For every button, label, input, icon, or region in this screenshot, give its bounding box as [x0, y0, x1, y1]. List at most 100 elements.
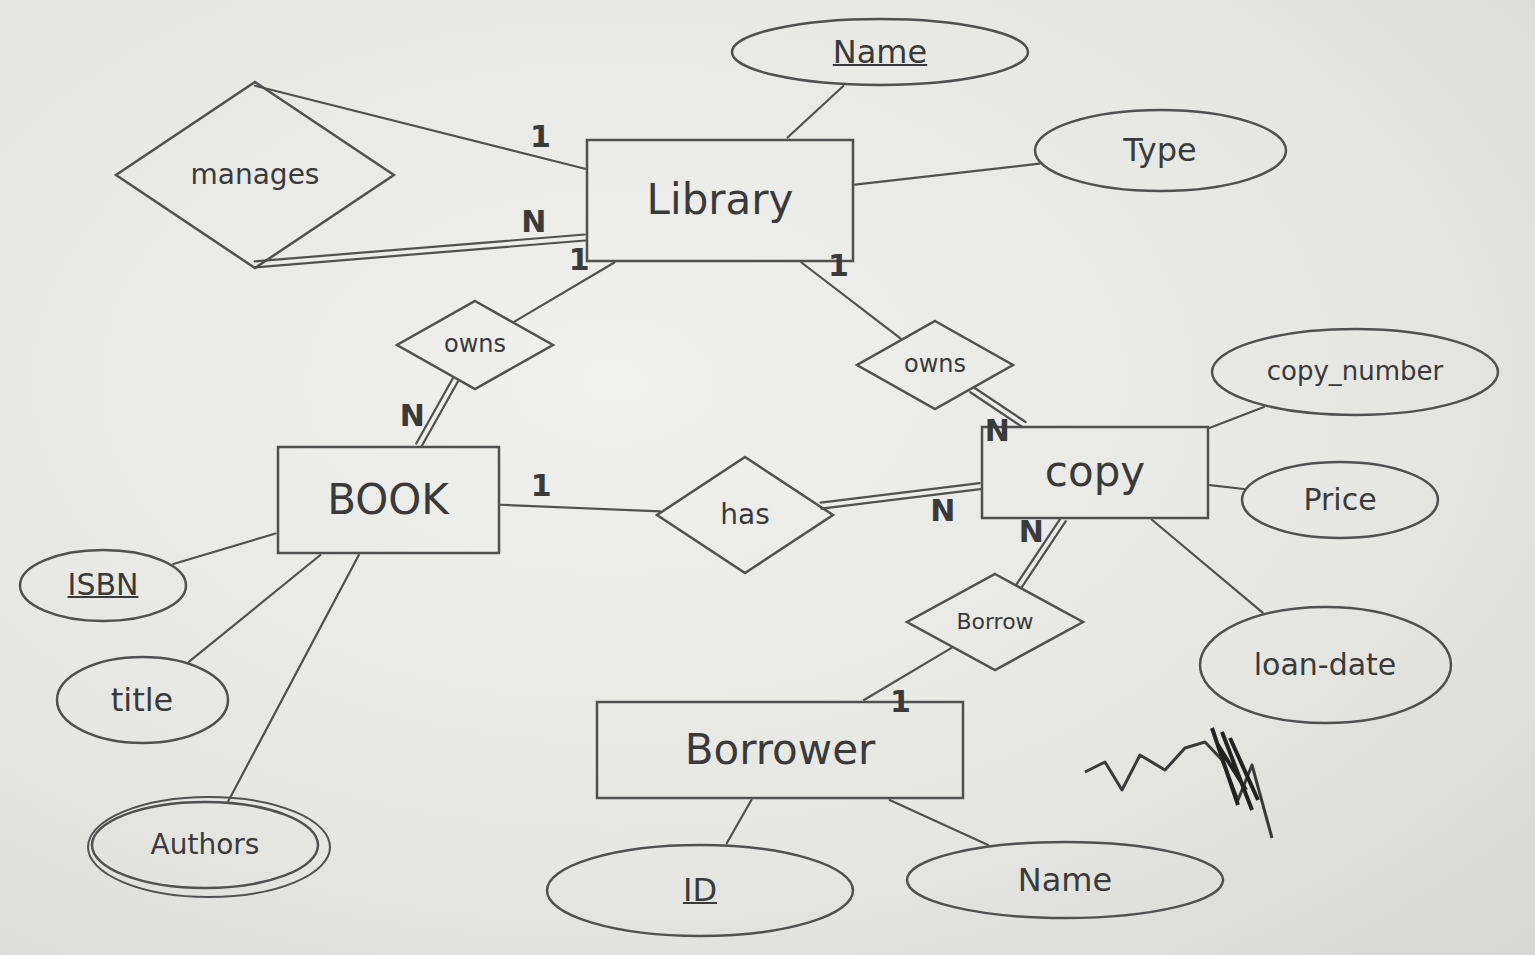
attribute-ellipse: Type: [1033, 108, 1288, 193]
cardinality-label: N: [521, 207, 546, 237]
connector-line: [228, 555, 358, 801]
outline-path: [907, 842, 1223, 918]
outline-path: [278, 447, 499, 553]
key-attribute: ISBN: [18, 548, 188, 623]
outline-path: [1035, 110, 1286, 191]
outline-path: [657, 457, 833, 573]
connector: [255, 235, 585, 268]
connector: [801, 263, 900, 339]
node-label: Borrow: [956, 609, 1033, 634]
connector-line: [855, 164, 1039, 185]
node-label: loan-date: [1254, 648, 1397, 683]
node-label: manages: [191, 159, 320, 191]
connector: [788, 86, 844, 138]
connector: [189, 555, 321, 662]
outline-path: [116, 82, 394, 268]
connector-line: [501, 505, 661, 512]
outline-path: [1212, 329, 1498, 415]
cardinality-label: 1: [530, 122, 551, 152]
outline-path: [732, 19, 1028, 85]
outline-path: [857, 321, 1013, 409]
connector: [228, 555, 358, 801]
connector-line: [1210, 485, 1244, 489]
connector: [501, 505, 661, 512]
outline-path: [20, 550, 186, 621]
connector: [255, 86, 585, 169]
connector-line: [421, 381, 458, 446]
attribute-ellipse: loan-date: [1198, 605, 1453, 725]
connector: [1210, 485, 1244, 489]
node-label: ID: [683, 872, 717, 909]
connector-line: [255, 235, 585, 262]
connector-line: [788, 86, 844, 138]
cardinality-label: N: [930, 496, 955, 526]
outline-path: [88, 797, 330, 897]
cardinality-label: N: [400, 401, 425, 431]
node-label: has: [720, 499, 770, 531]
connector-line: [801, 263, 900, 339]
relationship-diamond: owns: [855, 319, 1015, 411]
cardinality-label: 1: [569, 245, 590, 275]
cardinality-label: 1: [890, 687, 911, 717]
connector-line: [514, 263, 614, 322]
outline-path: [92, 802, 318, 888]
scribble-hatch: [1212, 728, 1258, 810]
connector-line: [1152, 520, 1263, 613]
attribute-ellipse: Name: [905, 840, 1225, 920]
node-label: owns: [904, 351, 966, 379]
connector: [855, 164, 1039, 185]
attribute-ellipse: title: [55, 655, 230, 745]
outline-path: [1200, 607, 1451, 723]
outline-path: [397, 301, 553, 389]
connector-line: [1210, 407, 1264, 428]
outline-path: [907, 574, 1083, 670]
node-label: Type: [1123, 132, 1197, 169]
entity-box: BOOK: [276, 445, 501, 555]
outline-path: [547, 845, 853, 936]
connector: [1152, 520, 1263, 613]
node-label: BOOK: [327, 476, 449, 524]
connector: [727, 800, 752, 843]
key-attribute: Name: [730, 17, 1030, 87]
connector-line: [189, 555, 321, 662]
entity-box: copy: [980, 425, 1210, 520]
cardinality-label: N: [985, 416, 1010, 446]
cardinality-label: 1: [828, 251, 849, 281]
node-label: Name: [1018, 862, 1112, 899]
relationship-diamond: owns: [395, 299, 555, 391]
relationship-diamond: manages: [114, 80, 396, 270]
outline-path: [1242, 462, 1438, 538]
connector-line: [255, 240, 585, 267]
outline-path: [587, 140, 853, 261]
outline-path: [982, 427, 1208, 518]
node-label: ISBN: [68, 568, 139, 603]
connector-line: [821, 489, 980, 509]
node-label: owns: [444, 331, 506, 359]
node-label: Library: [647, 176, 794, 224]
node-label: copy_number: [1267, 357, 1444, 387]
multivalued-attribute: Authors: [90, 800, 320, 890]
attribute-ellipse: copy_number: [1210, 327, 1500, 417]
attribute-ellipse: Price: [1240, 460, 1440, 540]
connector-line: [890, 800, 988, 845]
node-label: Name: [833, 34, 927, 71]
cardinality-label: 1: [531, 471, 552, 501]
relationship-diamond: has: [655, 455, 835, 575]
node-label: copy: [1045, 448, 1145, 496]
node-label: Borrower: [685, 726, 876, 774]
node-label: Price: [1303, 483, 1376, 518]
connector: [1210, 407, 1264, 428]
connector: [821, 483, 981, 508]
connector-line: [727, 800, 752, 843]
outline-path: [57, 657, 228, 743]
entity-box: Library: [585, 138, 855, 263]
connector: [514, 263, 614, 322]
node-label: Authors: [151, 829, 260, 861]
connector-line: [255, 86, 585, 169]
connector-line: [173, 534, 275, 564]
node-label: title: [111, 682, 174, 719]
cardinality-label: N: [1019, 517, 1044, 547]
